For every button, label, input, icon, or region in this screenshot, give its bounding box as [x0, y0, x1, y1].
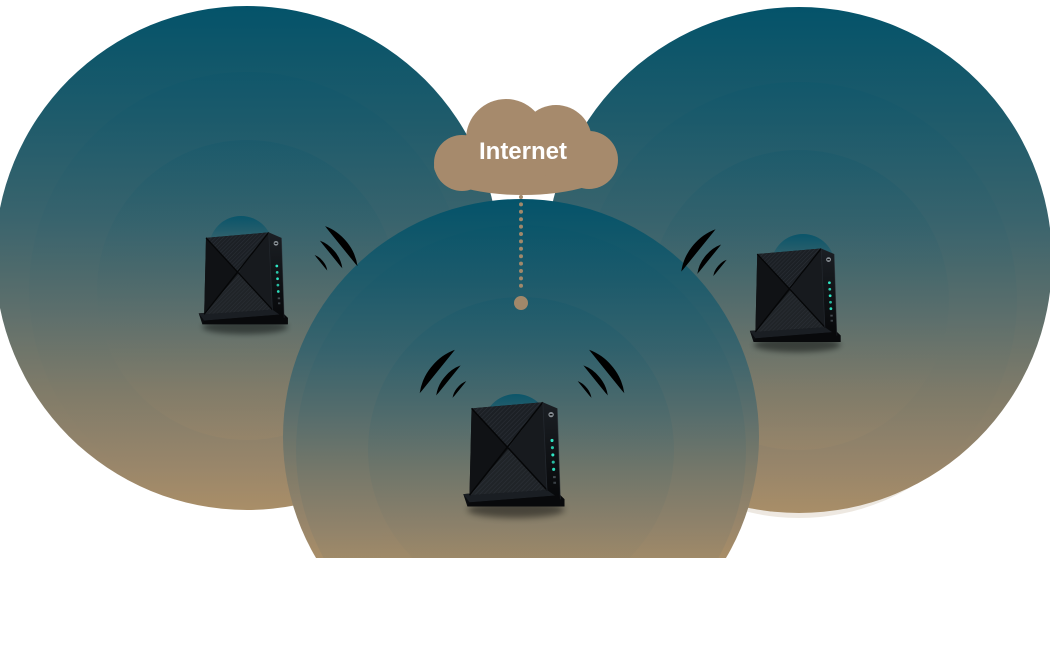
network-coverage-artwork: Internet — [0, 6, 1050, 558]
wifi-waves-icon-right-router — [681, 229, 727, 277]
wifi-waves-icon-left-router — [314, 226, 358, 271]
internet-label: Internet — [479, 138, 567, 165]
router-device-right — [747, 242, 849, 355]
internet-cloud: Internet — [434, 99, 618, 195]
wifi-waves-icon-center-router-right — [577, 349, 625, 398]
router-device-center — [460, 395, 574, 521]
dotted-link-icon — [514, 195, 528, 310]
router-device-left — [196, 226, 296, 337]
